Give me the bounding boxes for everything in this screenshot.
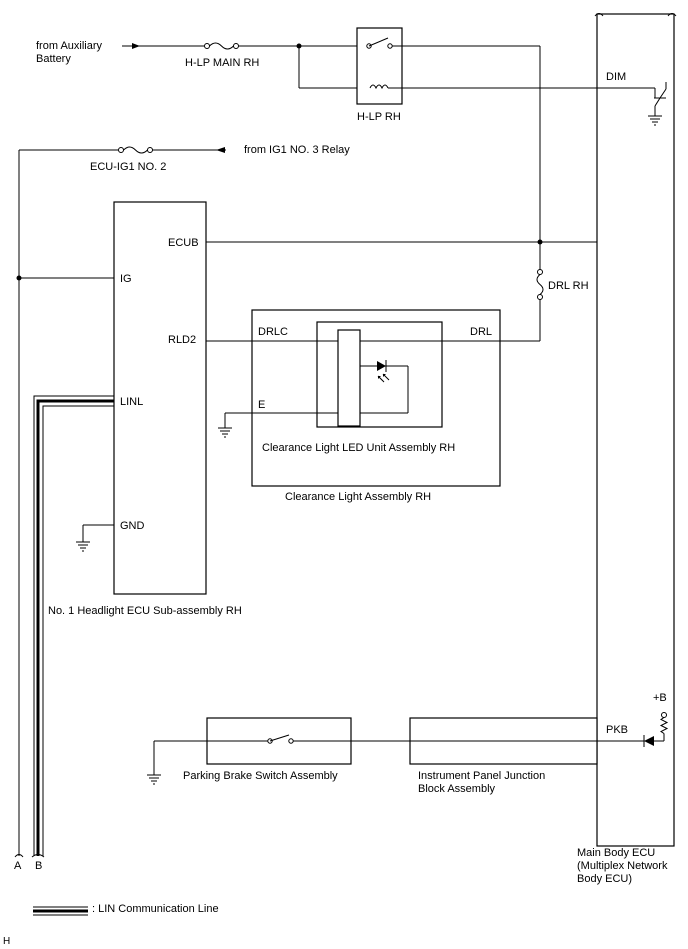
ground-icon [648, 115, 662, 126]
drlc-label: DRLC [258, 326, 288, 338]
hlp-rh-relay-box [356, 27, 403, 105]
relay-switch [366, 37, 393, 49]
fuse-ecu-ig1-no2 [118, 146, 153, 154]
main-ecu-label-2: (Multiplex Network [577, 860, 668, 872]
ground-icon [218, 427, 232, 438]
gnd-label: GND [120, 520, 145, 532]
hlp-main-rh-label: H-LP MAIN RH [185, 57, 259, 69]
ipjb-label-2: Block Assembly [418, 783, 496, 795]
main-body-ecu-box [596, 13, 675, 847]
legend-lin-label: : LIN Communication Line [92, 903, 219, 915]
headlight-ecu-box [113, 201, 207, 595]
dim-label: DIM [606, 71, 626, 83]
ecu-ig1-no2-label: ECU-IG1 NO. 2 [90, 161, 166, 173]
linl-label: LINL [120, 396, 143, 408]
diode-icon [643, 735, 664, 747]
clearance-led-unit-box [316, 321, 443, 428]
clearance-assembly-label: Clearance Light Assembly RH [285, 491, 431, 503]
from-aux-label-2: Battery [36, 53, 71, 65]
drl-label: DRL [470, 326, 492, 338]
main-ecu-label-1: Main Body ECU [577, 847, 655, 859]
led-icon [377, 360, 390, 383]
drl-rh-label: DRL RH [548, 280, 589, 292]
parking-brake-label: Parking Brake Switch Assembly [183, 770, 338, 782]
from-ig1-relay-label: from IG1 NO. 3 Relay [244, 144, 350, 156]
plus-b-label: +B [653, 692, 667, 704]
ground-icon [76, 541, 90, 552]
rld2-label: RLD2 [168, 334, 196, 346]
from-aux-label-1: from Auxiliary [36, 40, 103, 52]
ipjb-label-1: Instrument Panel Junction [418, 770, 545, 782]
resistor-icon [659, 712, 669, 741]
main-ecu-label-3: Body ECU) [577, 873, 632, 885]
marker-a: A [14, 860, 22, 872]
corner-h-label: H [3, 936, 10, 947]
fuse-drl-rh [536, 269, 544, 300]
ig-label: IG [120, 273, 132, 285]
ecub-label: ECUB [168, 237, 199, 249]
led-driver-box [337, 329, 361, 427]
fuse-hlp-main-rh [204, 42, 239, 50]
e-label: E [258, 399, 265, 411]
ground-icon [147, 774, 161, 785]
pkb-label: PKB [606, 724, 628, 736]
junction-dot-ecub [537, 239, 543, 245]
clearance-led-unit-label: Clearance Light LED Unit Assembly RH [262, 442, 455, 454]
transistor-icon [654, 82, 667, 116]
lin-communication-line [33, 395, 114, 856]
main-body-ecu-break-mark [594, 13, 677, 17]
relay-coil [369, 84, 389, 90]
break-mark-b [31, 854, 45, 858]
parking-brake-switch-icon [207, 734, 294, 744]
ig-arrowhead [216, 147, 225, 153]
aux-arrowhead [132, 43, 140, 49]
hlp-rh-label: H-LP RH [357, 111, 401, 123]
break-mark-a [14, 854, 24, 858]
legend-lin-symbol [33, 906, 88, 916]
headlight-ecu-label: No. 1 Headlight ECU Sub-assembly RH [48, 605, 242, 617]
marker-b: B [35, 860, 42, 872]
